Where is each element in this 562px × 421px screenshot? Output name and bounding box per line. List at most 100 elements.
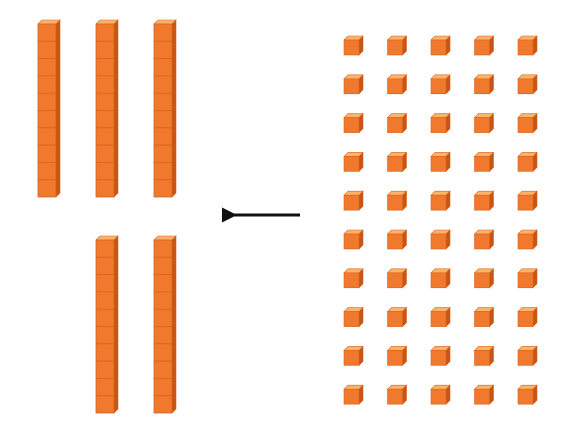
rod-unit-segment: [154, 162, 172, 179]
rod-unit-segment: [38, 41, 56, 58]
rod-unit-segment: [154, 93, 172, 110]
rod-unit-segment: [154, 275, 172, 292]
unit-cube: [388, 346, 407, 365]
unit-cube: [518, 152, 537, 171]
unit-cube: [431, 75, 450, 94]
rod-unit-segment: [96, 327, 114, 344]
rod-unit-segment: [154, 292, 172, 309]
rod-unit-segment: [154, 378, 172, 395]
unit-cube: [431, 385, 450, 404]
rod-unit-segment: [154, 309, 172, 326]
unit-cube: [344, 385, 363, 404]
unit-cube: [388, 75, 407, 94]
rod-unit-segment: [154, 344, 172, 361]
rod-unit-segment: [96, 240, 114, 257]
rod-unit-segment: [154, 257, 172, 274]
unit-cube: [518, 308, 537, 327]
unit-cube: [518, 385, 537, 404]
unit-cube: [475, 114, 494, 133]
unit-cube: [388, 385, 407, 404]
unit-cube: [431, 230, 450, 249]
unit-cube: [518, 269, 537, 288]
ten-rod: [96, 20, 118, 197]
rod-unit-segment: [96, 162, 114, 179]
rod-unit-segment: [96, 59, 114, 76]
unit-cube: [475, 191, 494, 210]
unit-cube: [518, 75, 537, 94]
unit-cube: [475, 36, 494, 55]
unit-cube: [388, 36, 407, 55]
ten-rod: [154, 236, 176, 413]
rod-unit-segment: [154, 76, 172, 93]
rod-unit-segment: [96, 111, 114, 128]
unit-cubes-group: [344, 36, 537, 404]
unit-cube: [388, 269, 407, 288]
ten-rods-group: [38, 20, 176, 413]
unit-cube: [388, 230, 407, 249]
unit-cube: [431, 346, 450, 365]
rod-unit-segment: [96, 76, 114, 93]
rod-unit-segment: [96, 396, 114, 413]
rod-unit-segment: [154, 396, 172, 413]
unit-cube: [388, 308, 407, 327]
rod-unit-segment: [96, 180, 114, 197]
rod-unit-segment: [38, 162, 56, 179]
unit-cube: [475, 346, 494, 365]
unit-cube: [518, 230, 537, 249]
unit-cube: [475, 152, 494, 171]
rod-unit-segment: [96, 275, 114, 292]
ten-rod: [96, 236, 118, 413]
unit-cube: [344, 191, 363, 210]
unit-cube: [518, 114, 537, 133]
rod-unit-segment: [96, 361, 114, 378]
unit-cube: [344, 346, 363, 365]
unit-cube: [518, 36, 537, 55]
rod-unit-segment: [96, 344, 114, 361]
rod-unit-segment: [96, 378, 114, 395]
rod-unit-segment: [154, 128, 172, 145]
unit-cube: [431, 308, 450, 327]
rod-unit-segment: [96, 292, 114, 309]
unit-cube: [431, 269, 450, 288]
rod-unit-segment: [96, 41, 114, 58]
rod-unit-segment: [96, 24, 114, 41]
unit-cube: [475, 230, 494, 249]
unit-cube: [344, 36, 363, 55]
unit-cube: [431, 191, 450, 210]
unit-cube: [475, 385, 494, 404]
unit-cube: [388, 114, 407, 133]
unit-cube: [388, 191, 407, 210]
rod-unit-segment: [154, 41, 172, 58]
rod-unit-segment: [38, 93, 56, 110]
unit-cube: [475, 269, 494, 288]
rod-unit-segment: [154, 240, 172, 257]
unit-cube: [475, 308, 494, 327]
rod-unit-segment: [38, 128, 56, 145]
rod-unit-segment: [154, 111, 172, 128]
rod-unit-segment: [96, 309, 114, 326]
unit-cube: [475, 75, 494, 94]
ten-rod: [38, 20, 60, 197]
unit-cube: [431, 152, 450, 171]
rod-unit-segment: [96, 257, 114, 274]
rod-unit-segment: [154, 327, 172, 344]
unit-cube: [344, 114, 363, 133]
rod-unit-segment: [38, 24, 56, 41]
unit-cube: [344, 308, 363, 327]
ten-rod: [154, 20, 176, 197]
rod-unit-segment: [38, 76, 56, 93]
unit-cube: [431, 36, 450, 55]
rod-unit-segment: [154, 361, 172, 378]
unit-cube: [344, 269, 363, 288]
rod-unit-segment: [96, 145, 114, 162]
rod-unit-segment: [38, 145, 56, 162]
rod-unit-segment: [38, 180, 56, 197]
unit-cube: [344, 152, 363, 171]
unit-cube: [344, 230, 363, 249]
unit-cube: [518, 191, 537, 210]
rod-unit-segment: [38, 59, 56, 76]
rod-unit-segment: [154, 145, 172, 162]
rod-unit-segment: [154, 180, 172, 197]
rod-unit-segment: [96, 128, 114, 145]
